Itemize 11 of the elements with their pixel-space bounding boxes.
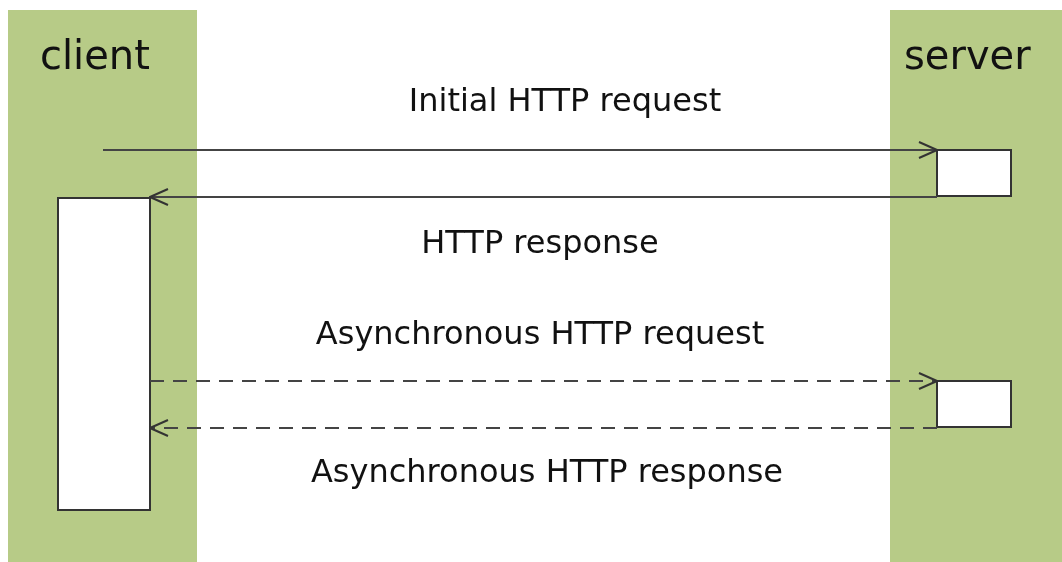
swimlane-band: [8, 10, 197, 562]
arrow: [149, 188, 938, 206]
swimlane-band: [890, 10, 1062, 562]
arrow: [149, 372, 938, 390]
activation-box: [57, 197, 151, 511]
lane-title: client: [40, 32, 150, 78]
arrow: [149, 419, 938, 437]
activation-box: [936, 149, 1012, 197]
arrow: [102, 141, 938, 159]
lane-title: server: [904, 32, 1031, 78]
activation-box: [936, 380, 1012, 428]
